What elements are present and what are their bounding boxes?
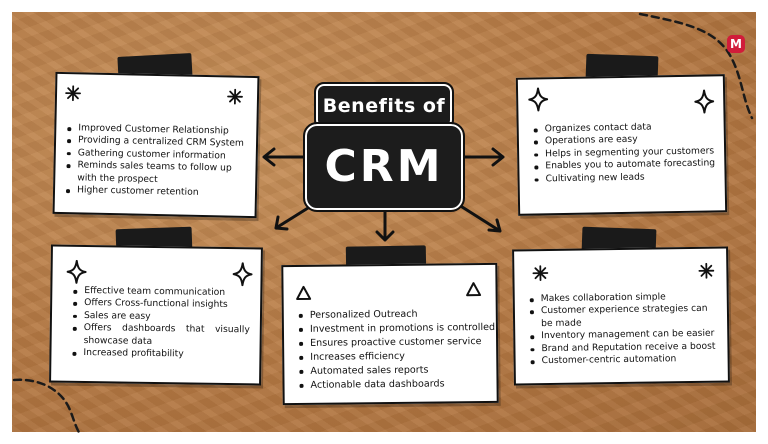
diamond-sparkle-icon	[528, 87, 549, 112]
benefit-list: Makes collaboration simple Customer expe…	[527, 291, 720, 368]
dashed-curve-bottom-left	[12, 378, 82, 436]
arrow-left	[262, 147, 307, 167]
triangle-icon	[296, 285, 312, 300]
asterisk-icon	[532, 265, 549, 282]
note-card-bottom-center: Personalized Outreach Investment in prom…	[281, 262, 499, 406]
title-benefits-of: Benefits of	[314, 82, 454, 130]
asterisk-icon	[227, 88, 243, 105]
note-card-top-left: Improved Customer Relationship Providing…	[52, 71, 260, 219]
arrow-down	[375, 208, 395, 242]
benefit-list: Personalized Outreach Investment in prom…	[296, 307, 497, 393]
list-item: Cultivating new leads	[531, 170, 721, 186]
arrow-right	[457, 147, 505, 167]
list-item: Offers dashboards that visually showcase…	[70, 322, 250, 349]
arrow-down-right	[457, 203, 502, 233]
diamond-sparkle-icon	[694, 89, 715, 114]
list-item: Increased profitability	[69, 347, 249, 362]
diamond-sparkle-icon	[66, 259, 87, 284]
list-item: Higher customer retention	[63, 184, 249, 200]
diamond-sparkle-icon	[232, 262, 253, 287]
asterisk-icon	[698, 262, 715, 279]
note-card-bottom-right: Makes collaboration simple Customer expe…	[512, 246, 730, 386]
benefit-list: Organizes contact data Operations are ea…	[531, 120, 722, 185]
triangle-icon	[466, 282, 482, 297]
benefit-list: Improved Customer Relationship Providing…	[63, 122, 251, 200]
benefit-list: Effective team communication Offers Cros…	[69, 285, 250, 362]
list-item: Reminds sales teams to follow up with th…	[63, 159, 249, 188]
note-card-top-right: Organizes contact data Operations are ea…	[515, 74, 728, 216]
note-card-bottom-left: Effective team communication Offers Cros…	[49, 244, 263, 386]
list-item: Actionable data dashboards	[296, 377, 496, 393]
list-item: Customer-centric automation	[528, 353, 720, 368]
brand-logo: M	[727, 35, 745, 53]
title-crm: CRM	[303, 122, 465, 212]
list-item: Customer experience strategies can be ma…	[527, 303, 719, 330]
asterisk-icon	[65, 85, 81, 102]
